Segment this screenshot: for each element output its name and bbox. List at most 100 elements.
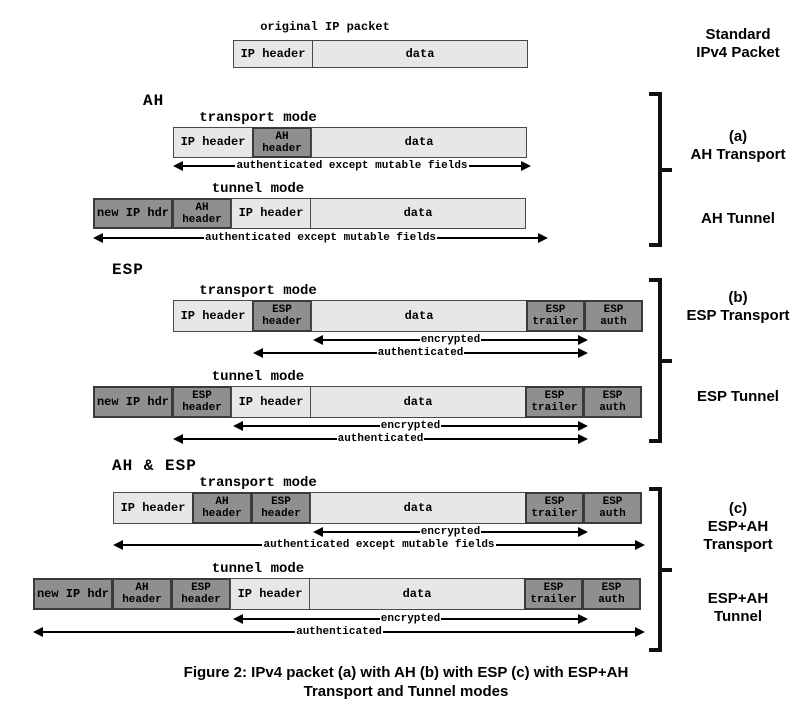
cell-ip-header: IP header [113,492,193,524]
arrow-line [424,438,579,440]
group-label-b-tunnel: ESP Tunnel [697,388,779,405]
cell-esp-auth: ESP auth [584,300,643,332]
brace-c [649,487,672,652]
group-label-a-transport: (a) AH Transport [690,128,786,163]
arrow-line [323,531,420,533]
arrow-esp-transport-0: encrypted [313,333,589,347]
cell-esp-header: ESP header [251,492,311,524]
arrow-line [183,165,236,167]
arrow-ahesp-transport-0: encrypted [313,525,589,539]
cell-ah-header: AH header [192,492,252,524]
cell-esp-header: ESP header [252,300,312,332]
arrow-line [183,438,337,440]
cell-ip-header: IP header [231,386,311,418]
arrowhead-right-icon [578,434,589,444]
brace-b [649,278,672,443]
arrow-label: authenticated [337,433,424,445]
arrowhead-right-icon [578,614,589,624]
figure-caption: Figure 2: IPv4 packet (a) with AH (b) wi… [183,664,629,700]
arrowhead-left-icon [313,335,323,345]
mode-label-ahesp-tunnel: tunnel mode [211,561,305,577]
cell-esp-auth: ESP auth [582,578,641,610]
cell-ah-header: AH header [172,198,232,229]
arrowhead-left-icon [233,614,243,624]
arrowhead-left-icon [93,233,103,243]
mode-label-esp-tunnel: tunnel mode [211,369,305,385]
arrow-ahesp-transport-1: authenticated except mutable fields [113,538,646,552]
arrow-line [103,237,204,239]
mode-label-ah-transport: transport mode [199,110,317,126]
arrow-label: authenticated except mutable fields [236,160,468,172]
cell-esp-trailer: ESP trailer [525,386,584,418]
arrowhead-right-icon [538,233,549,243]
cell-ah-header: AH header [112,578,172,610]
arrowhead-right-icon [578,348,589,358]
arrow-esp-transport-1: authenticated [253,346,589,360]
cell-data: data [311,127,527,158]
arrow-line [123,544,263,546]
cell-ip-header: IP header [230,578,310,610]
cell-ip-header: IP header [233,40,313,68]
cell-ip-header: IP header [173,127,253,158]
arrow-line [382,631,636,633]
arrowhead-right-icon [578,527,589,537]
arrow-label: authenticated [377,347,464,359]
arrowhead-right-icon [635,540,646,550]
brace-nub-a [658,167,672,172]
group-label-b-transport: (b) ESP Transport [686,289,790,324]
arrowhead-right-icon [635,627,646,637]
cell-esp-auth: ESP auth [583,492,642,524]
cell-esp-auth: ESP auth [583,386,642,418]
cell-new-ip-hdr: new IP hdr [93,386,173,418]
arrowhead-right-icon [521,161,532,171]
mode-label-ah-tunnel: tunnel mode [211,181,305,197]
arrow-line [495,544,636,546]
arrow-line [437,237,539,239]
standard-ipv4-label: Standard IPv4 Packet [696,26,780,61]
arrow-esp-tunnel-0: encrypted [233,419,589,433]
original-packet-label: original IP packet [260,20,390,34]
arrow-label: authenticated [296,626,382,638]
arrowhead-left-icon [313,527,323,537]
arrowhead-right-icon [578,335,589,345]
brace-nub-b [658,358,672,363]
cell-new-ip-hdr: new IP hdr [93,198,173,229]
section-label-esp: ESP [112,261,144,279]
arrow-line [323,339,420,341]
arrow-ah-tunnel-0: authenticated except mutable fields [93,231,549,245]
arrow-line [468,165,522,167]
group-label-c-tunnel: ESP+AH Tunnel [707,590,769,625]
cell-esp-trailer: ESP trailer [525,492,584,524]
arrow-line [243,618,380,620]
cell-esp-header: ESP header [171,578,231,610]
arrowhead-left-icon [173,161,183,171]
cell-ah-header: AH header [252,127,312,158]
arrow-line [263,352,377,354]
arrowhead-left-icon [173,434,183,444]
arrow-label: encrypted [380,420,441,432]
arrowhead-right-icon [578,421,589,431]
cell-data: data [309,578,525,610]
arrow-line [481,531,579,533]
arrow-esp-tunnel-1: authenticated [173,432,589,446]
arrowhead-left-icon [233,421,243,431]
cell-new-ip-hdr: new IP hdr [33,578,113,610]
arrow-ahesp-tunnel-1: authenticated [33,625,646,639]
arrow-ahesp-tunnel-0: encrypted [233,612,589,626]
arrowhead-left-icon [113,540,123,550]
arrow-line [464,352,579,354]
arrowhead-left-icon [253,348,263,358]
brace-nub-c [658,567,672,572]
cell-esp-header: ESP header [172,386,232,418]
cell-data: data [310,386,526,418]
arrow-line [481,339,579,341]
arrow-line [243,425,380,427]
group-label-c-transport: (c) ESP+AH Transport [703,500,773,553]
arrowhead-left-icon [33,627,43,637]
